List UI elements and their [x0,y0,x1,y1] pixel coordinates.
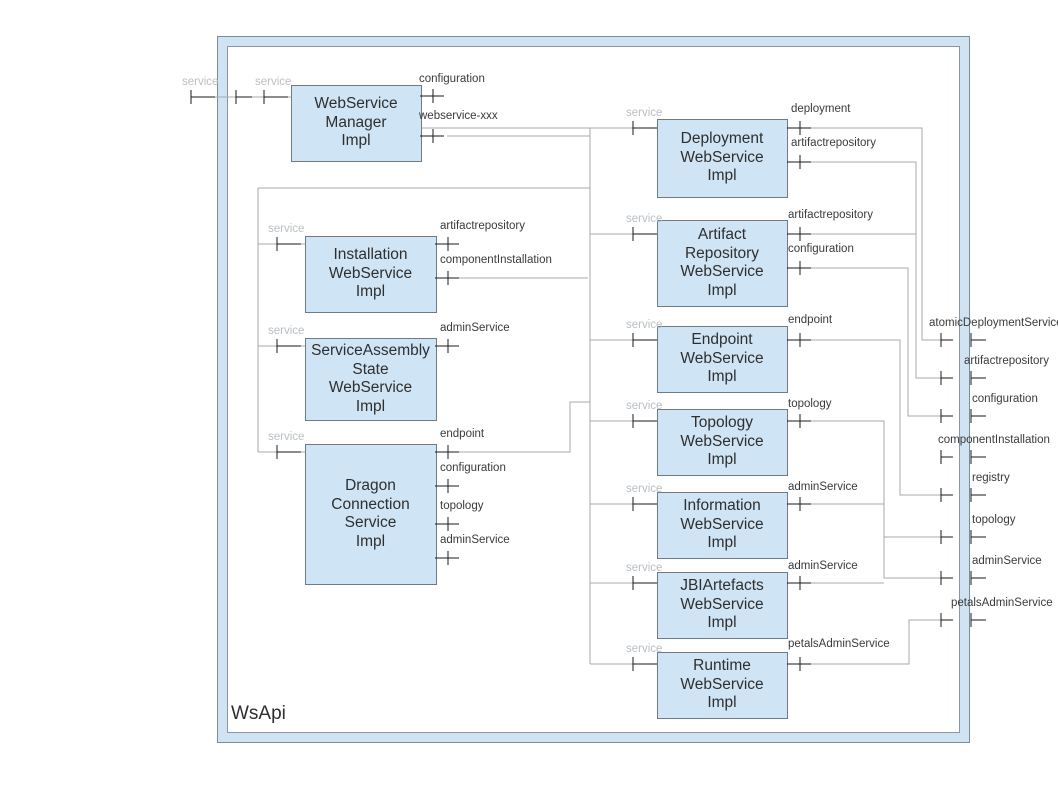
provided-port-label-pp-install-compinstall: componentInstallation [440,254,552,266]
provided-port-label-pp-information-admin: adminService [788,481,858,493]
package-port-label-ppkg-artifactrepo: artifactrepository [964,355,1050,367]
provided-port-label-pp-deploy-deployment: deployment [791,103,851,115]
provided-port-label-pp-deploy-artifactrepo: artifactrepository [791,137,877,149]
package-port-label-ppkg-adminservice: adminService [972,555,1042,567]
component-wsmgr [291,85,422,162]
conn-endpoint-to-registry [811,339,941,496]
package-port-label-ppkg-topology: topology [972,514,1016,526]
provided-port-label-pp-topology-topology: topology [788,398,832,410]
conn-deployartifact-to-artifactrepo [811,161,941,379]
component-topologyws [657,409,788,476]
provided-port-label-pp-wsmgr-configuration: configuration [419,73,485,85]
component-runtimews [657,652,788,719]
component-artifactrepo [657,220,788,307]
conn-deployment-to-atomic [811,127,941,341]
conn-dragon-endpoint-route [447,401,590,453]
required-port-label-rp-topology: service [626,400,663,412]
component-jbiartefacts [657,572,788,639]
required-port-label-rp-deploy: service [626,107,663,119]
required-port-label-rp-jbiartef: service [626,562,663,574]
conn-runtime-to-petalsadmin [811,619,941,665]
package-port-label-ppkg-configuration: configuration [972,393,1038,405]
required-port-label-rp-dragon: service [268,431,305,443]
provided-port-label-pp-jbiartef-admin: adminService [788,560,858,572]
component-informationws [657,492,788,559]
package-port-label-ppkg-registry: registry [972,472,1010,484]
provided-port-label-pp-install-artifactrepo: artifactrepository [440,220,526,232]
provided-port-label-pp-dragon-topology: topology [440,500,484,512]
required-port-label-rp-information: service [626,483,663,495]
provided-port-label-pp-artifact-configuration: configuration [788,243,854,255]
required-port-label-rp-endpoint: service [626,319,663,331]
component-deployment [657,119,788,198]
package-port-label-ppkg-petalsadmin: petalsAdminService [951,597,1053,609]
required-port-label-rp-artifact: service [626,213,663,225]
required-port-label-rp-pkg-left: service [182,76,219,88]
provided-port-label-pp-wsmgr-webservicexxx: webservice-xxx [419,110,498,122]
conn-topology-to-topology [811,420,941,538]
component-dragon [305,444,437,585]
component-install [305,236,437,313]
provided-port-label-pp-dragon-endpoint: endpoint [440,428,485,440]
provided-port-label-pp-dragon-adminservice: adminService [440,534,510,546]
provided-port-label-pp-artifact-artifactrepo: artifactrepository [788,209,874,221]
provided-port-label-pp-endpoint-endpoint: endpoint [788,314,833,326]
provided-port-label-pp-sastate-adminservice: adminService [440,322,510,334]
provided-port-label-pp-dragon-configuration: configuration [440,462,506,474]
package-port-label-ppkg-atomicdeployment: atomicDeploymentService [929,317,1058,329]
required-port-label-rp-wsmgr: service [255,76,292,88]
provided-port-label-pp-runtime-petalsadmin: petalsAdminService [788,638,890,650]
component-endpointws [657,326,788,393]
conn-information-to-adminservice [811,503,941,579]
package-name: WsApi [231,703,286,724]
required-port-label-rp-install: service [268,223,305,235]
package-port-label-ppkg-componentinstall: componentInstallation [938,434,1050,446]
required-port-label-rp-runtime: service [626,643,663,655]
component-sastate [305,338,437,421]
required-port-label-rp-sastate: service [268,325,305,337]
conn-artifactconfig-to-configuration [811,267,941,417]
